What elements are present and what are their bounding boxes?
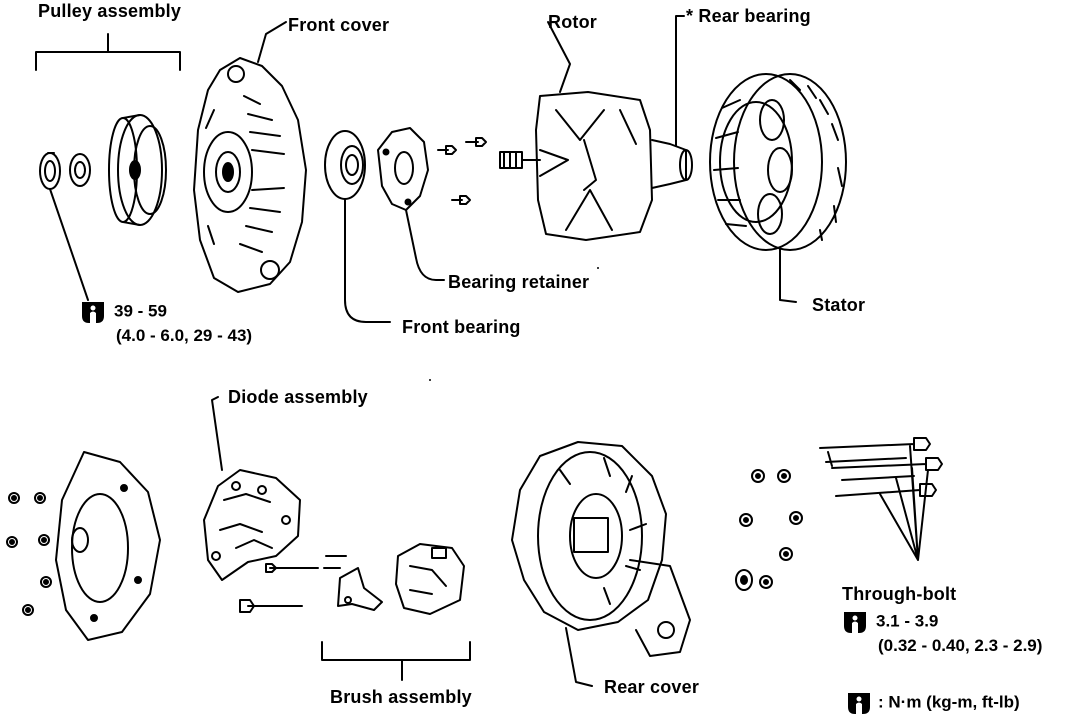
through-bolt-torque-spec: 3.1 - 3.9 (0.32 - 0.40, 2.3 - 2.9) [842,609,1042,657]
pulley-washer [69,153,91,187]
pulley-torque-alt: (4.0 - 6.0, 29 - 43) [116,326,253,345]
stator-label: Stator [812,295,866,315]
pulley-torque-spec: 39 - 59 (4.0 - 6.0, 29 - 43) [80,299,252,347]
units-legend: : N·m (kg-m, ft-lb) [846,690,1020,716]
front-cover-label: Front cover [288,15,390,35]
front-bearing-label: Front bearing [402,317,521,337]
diode-assembly [203,396,301,581]
pulley-torque-leader [49,188,89,301]
rear-cover-label: Rear cover [604,677,700,697]
units-legend-text: : N·m (kg-m, ft-lb) [878,692,1020,712]
bearing-retainer-label: Bearing retainer [448,272,590,292]
brush-assembly [239,543,465,615]
pulley [108,114,167,226]
diode-assembly-label: Diode assembly [228,387,368,407]
rear-bearing-label: * Rear bearing [686,6,811,26]
torque-wrench-icon [848,693,870,714]
pulley-assembly-bracket [35,33,181,71]
stator [709,73,847,303]
rotor-label: Rotor [548,12,597,32]
torque-wrench-icon [844,612,866,633]
rear-plate [55,451,161,641]
retainer-screws [437,137,487,205]
front-bearing [324,130,391,323]
brush-assembly-bracket [321,641,471,681]
cover-nuts [735,469,803,591]
through-bolt-torque-main: 3.1 - 3.9 [876,611,939,631]
through-bolt-label: Through-bolt [842,584,957,604]
bearing-retainer [377,127,445,281]
pulley-assembly-label: Pulley assembly [38,1,182,21]
brush-assembly-label: Brush assembly [330,687,472,707]
pulley-torque-main: 39 - 59 [114,301,167,321]
plate-nuts [6,492,52,616]
rear-bearing-leader [675,15,685,147]
torque-wrench-icon [82,302,104,323]
through-bolt-torque-alt: (0.32 - 0.40, 2.3 - 2.9) [878,636,1043,655]
rotor [499,21,693,241]
through-bolts [819,437,943,561]
front-cover [193,21,307,293]
rear-cover [511,441,691,687]
pulley-nut [39,152,61,190]
